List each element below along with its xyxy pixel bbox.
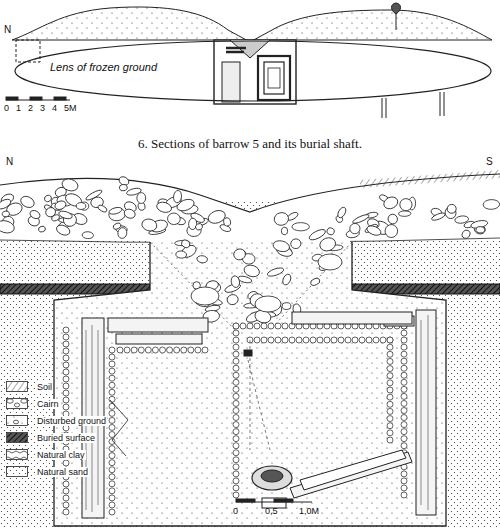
legend-text: Buried surface: [36, 433, 96, 443]
legend-text: Cairn: [36, 399, 60, 409]
legend-swatch: [6, 449, 28, 460]
legend-swatch: [6, 415, 28, 426]
frozen-lens: Lens of frozen ground: [14, 40, 492, 102]
legend-row: Buried surface: [6, 429, 107, 446]
scale-number: 1,0M: [299, 507, 319, 517]
scale-number: 4: [52, 104, 57, 114]
legend-swatch: [6, 432, 28, 443]
legend: SoilCairnDisturbed groundBuried surfaceN…: [6, 378, 107, 480]
north-mark: N: [4, 24, 11, 35]
legend-row: Natural clay: [6, 446, 107, 463]
scale-number: 0: [233, 507, 238, 517]
legend-swatch: [6, 381, 28, 392]
north-mark: N: [6, 156, 13, 167]
figure-caption: 6. Sections of barrow 5 and its burial s…: [0, 137, 500, 151]
south-mark: S: [486, 156, 493, 167]
legend-text: Natural clay: [36, 450, 86, 460]
scale-number: 0,5: [265, 507, 278, 517]
legend-text: Natural sand: [36, 467, 89, 477]
scale-number: 1: [16, 104, 21, 114]
legend-row: Cairn: [6, 395, 107, 412]
node-text: Lens of frozen ground: [50, 61, 157, 73]
scale-number: 5M: [64, 104, 77, 114]
legend-swatch: [6, 398, 28, 409]
legend-row: Disturbed ground: [6, 412, 107, 429]
legend-row: Soil: [6, 378, 107, 395]
legend-row: Natural sand: [6, 463, 107, 480]
legend-swatch: [6, 466, 28, 477]
legend-text: Soil: [36, 382, 53, 392]
scale-number: 2: [28, 104, 33, 114]
legend-text: Disturbed ground: [36, 416, 107, 426]
lens-ellipse: [15, 41, 491, 101]
scale-number: 3: [40, 104, 45, 114]
scale-number: 0: [4, 104, 9, 114]
